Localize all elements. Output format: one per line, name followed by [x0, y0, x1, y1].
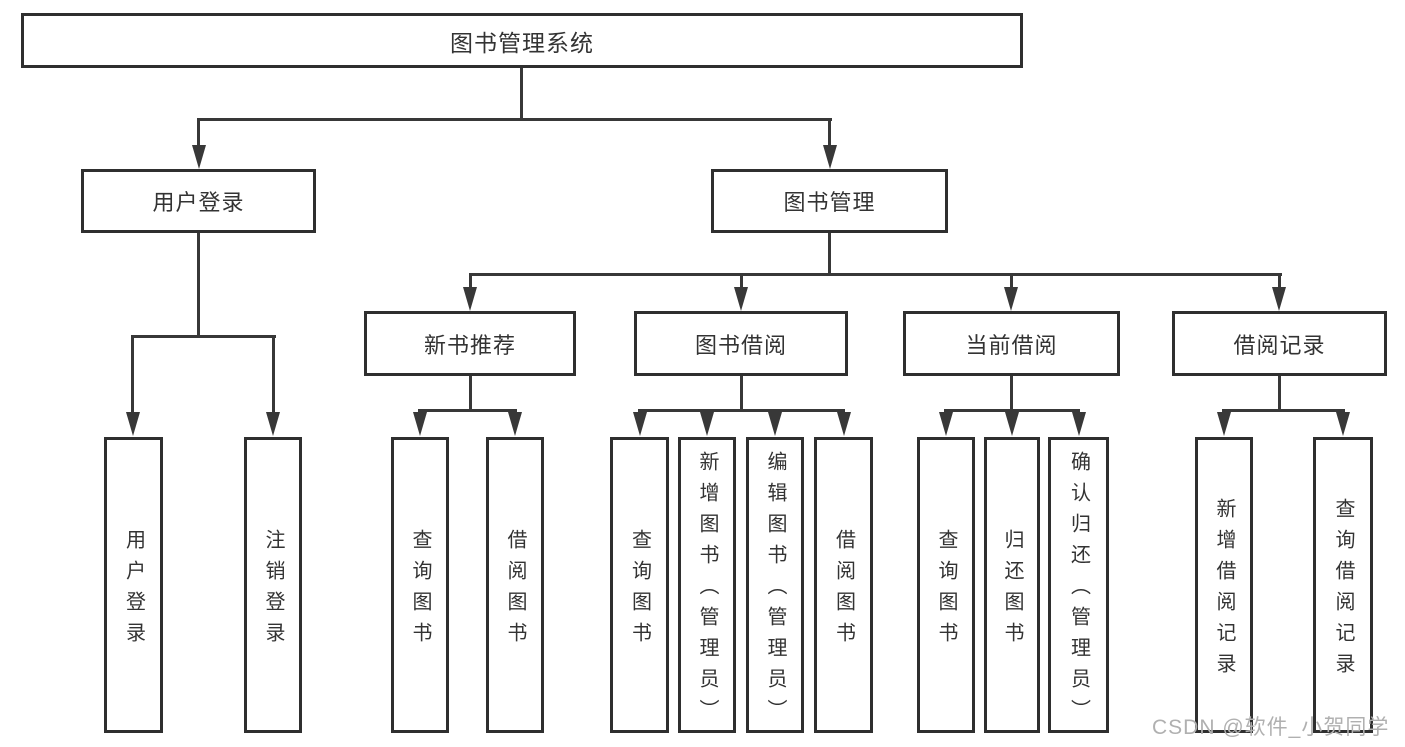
- connector-l3-drop: [1278, 273, 1281, 289]
- connector-user-login-drop: [197, 118, 200, 146]
- node-book-management: 图书管理: [711, 169, 948, 233]
- arrow-down-icon: [413, 412, 427, 436]
- connector-user-login-bus: [131, 335, 276, 338]
- leaf-add-book-admin-label: 新增图书（管理员）: [696, 451, 718, 730]
- leaf-query-books-current: 查询图书: [917, 437, 975, 733]
- arrow-down-icon: [266, 412, 280, 436]
- connector-borrow-down: [740, 376, 743, 412]
- node-new-book-recommend: 新书推荐: [364, 311, 576, 376]
- leaf-logout-label: 注销登录: [262, 528, 284, 653]
- leaf-query-borrow-record-label: 查询借阅记录: [1332, 497, 1354, 684]
- node-borrowing-records-label: 借阅记录: [1233, 332, 1326, 358]
- node-current-borrowing-label: 当前借阅: [965, 332, 1058, 358]
- leaf-confirm-return-admin: 确认归还（管理员）: [1048, 437, 1109, 733]
- leaf-borrow-books-label: 借阅图书: [832, 528, 855, 653]
- connector-root-drop: [520, 68, 523, 121]
- node-user-login-label: 用户登录: [152, 190, 245, 215]
- node-library-system-label: 图书管理系统: [450, 29, 594, 56]
- connector-borrow-bus: [638, 409, 845, 412]
- arrow-down-icon: [768, 412, 782, 436]
- arrow-down-icon: [1272, 287, 1286, 311]
- leaf-return-books-label: 归还图书: [1001, 528, 1023, 653]
- node-book-borrowing: 图书借阅: [634, 311, 848, 376]
- leaf-edit-book-admin: 编辑图书（管理员）: [746, 437, 804, 733]
- arrow-down-icon: [192, 145, 206, 169]
- arrow-down-icon: [1005, 412, 1019, 436]
- connector-level2-bus: [197, 118, 832, 121]
- leaf-add-borrow-record-label: 新增借阅记录: [1213, 497, 1235, 684]
- leaf-query-books-current-label: 查询图书: [935, 528, 957, 653]
- leaf-query-books-borrow: 查询图书: [610, 437, 669, 733]
- node-user-login: 用户登录: [81, 169, 316, 233]
- connector-l3-drop: [740, 273, 743, 289]
- leaf-logout: 注销登录: [244, 437, 302, 733]
- leaf-edit-book-admin-label: 编辑图书（管理员）: [764, 451, 786, 730]
- connector-records-bus: [1222, 409, 1345, 412]
- leaf-return-books: 归还图书: [984, 437, 1040, 733]
- node-current-borrowing: 当前借阅: [903, 311, 1120, 376]
- watermark: CSDN @软件_小贺同学: [1152, 716, 1390, 739]
- connector-current-down: [1010, 376, 1013, 412]
- leaf-user-login: 用户登录: [104, 437, 163, 733]
- node-new-book-recommend-label: 新书推荐: [423, 332, 516, 358]
- leaf-borrow-books: 借阅图书: [814, 437, 873, 733]
- arrow-down-icon: [1217, 412, 1231, 436]
- connector-l3-drop: [1010, 273, 1013, 289]
- arrow-down-icon: [126, 412, 140, 436]
- arrow-down-icon: [939, 412, 953, 436]
- arrow-down-icon: [1336, 412, 1350, 436]
- leaf-borrow-books-recommend-label: 借阅图书: [504, 528, 526, 653]
- node-library-system: 图书管理系统: [21, 13, 1023, 68]
- arrow-down-icon: [633, 412, 647, 436]
- node-borrowing-records: 借阅记录: [1172, 311, 1387, 376]
- connector-book-mgmt-drop: [828, 118, 831, 146]
- connector-newbook-down: [469, 376, 472, 412]
- connector-leaf-drop: [131, 335, 134, 412]
- arrow-down-icon: [1072, 412, 1086, 436]
- leaf-add-borrow-record: 新增借阅记录: [1195, 437, 1253, 733]
- leaf-user-login-label: 用户登录: [122, 528, 145, 653]
- connector-level3-bus: [469, 273, 1282, 276]
- connector-newbook-bus: [418, 409, 517, 412]
- arrow-down-icon: [700, 412, 714, 436]
- leaf-query-books-recommend: 查询图书: [391, 437, 449, 733]
- arrow-down-icon: [734, 287, 748, 311]
- connector-user-login-down: [197, 233, 200, 337]
- leaf-query-borrow-record: 查询借阅记录: [1313, 437, 1373, 733]
- leaf-confirm-return-admin-label: 确认归还（管理员）: [1067, 451, 1090, 730]
- arrow-down-icon: [463, 287, 477, 311]
- connector-leaf-drop: [272, 335, 275, 412]
- arrow-down-icon: [837, 412, 851, 436]
- arrow-down-icon: [823, 145, 837, 169]
- leaf-query-books-borrow-label: 查询图书: [628, 528, 651, 653]
- connector-l3-drop: [469, 273, 472, 289]
- node-book-borrowing-label: 图书借阅: [694, 332, 787, 358]
- leaf-add-book-admin: 新增图书（管理员）: [678, 437, 736, 733]
- arrow-down-icon: [1004, 287, 1018, 311]
- leaf-query-books-recommend-label: 查询图书: [409, 528, 431, 653]
- connector-current-bus: [944, 409, 1080, 412]
- connector-book-mgmt-down: [828, 233, 831, 276]
- connector-records-down: [1278, 376, 1281, 412]
- leaf-borrow-books-recommend: 借阅图书: [486, 437, 544, 733]
- arrow-down-icon: [508, 412, 522, 436]
- node-book-management-label: 图书管理: [783, 190, 876, 215]
